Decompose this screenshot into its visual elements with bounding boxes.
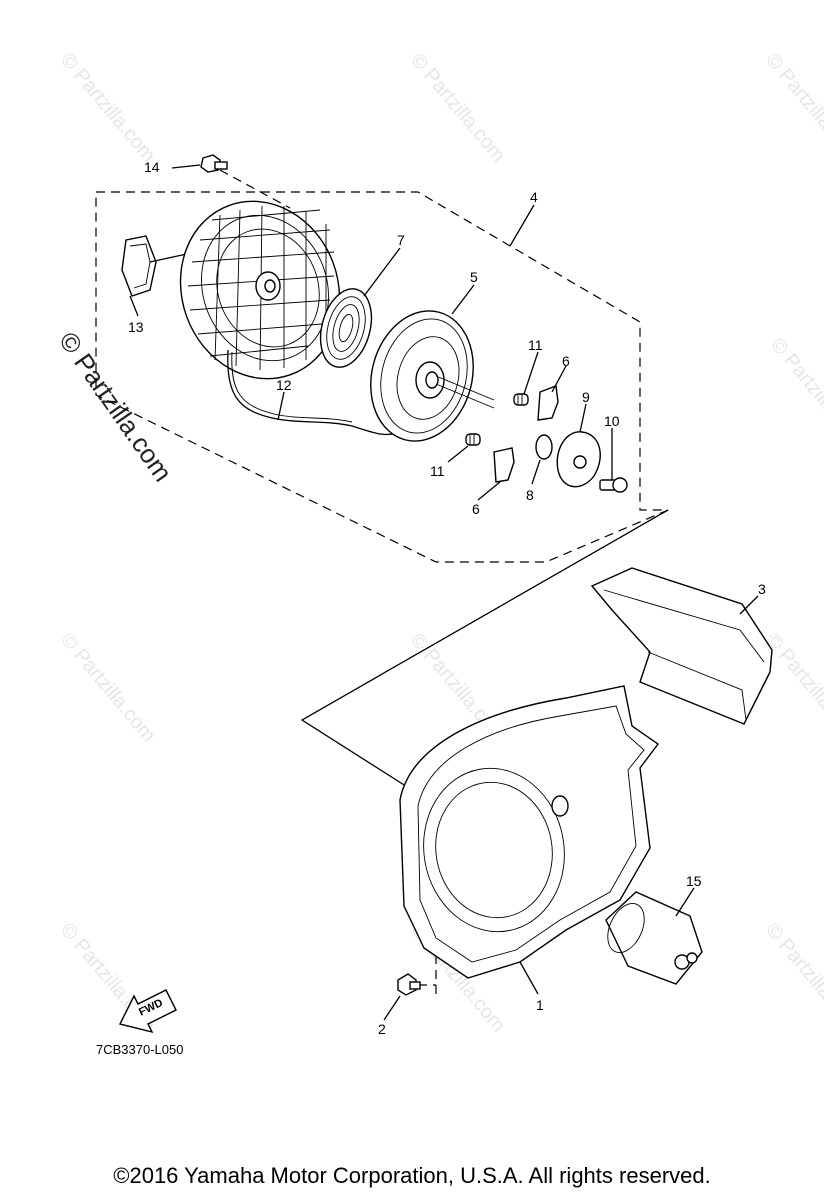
watermark: © Partzilla.com	[406, 49, 509, 166]
callout-labels: 14 4 7 5 13 11 6 12 9 10 11 8 6 3 15 1 2	[128, 159, 766, 1037]
fan-housing-part-1	[399, 685, 659, 979]
alignment-line	[300, 509, 669, 791]
rope-part-12	[227, 349, 401, 436]
spring-part-11a	[513, 393, 529, 406]
callout-9: 9	[582, 389, 590, 405]
friction-spring-part-8	[535, 434, 553, 460]
watermark: © Partzilla.com	[766, 334, 824, 451]
callout-15: 15	[686, 873, 702, 889]
callout-13: 13	[128, 319, 144, 335]
callout-11a: 11	[528, 337, 543, 353]
callout-7: 7	[397, 232, 405, 248]
copyright-notice: ©2016 Yamaha Motor Corporation, U.S.A. A…	[113, 1163, 711, 1188]
diagram-code: 7CB3370-L050	[96, 1042, 183, 1057]
bolt-part-14	[200, 154, 228, 173]
callout-6a: 6	[562, 353, 570, 369]
callout-14: 14	[144, 159, 160, 175]
callout-2: 2	[378, 1021, 386, 1037]
callout-12: 12	[276, 377, 292, 393]
ratchet-part-6a	[537, 385, 559, 421]
ratchet-part-6b	[493, 447, 515, 483]
callout-8: 8	[526, 487, 534, 503]
callout-5: 5	[470, 269, 478, 285]
watermark: © Partzilla.com	[56, 49, 159, 166]
watermark: © Partzilla.com	[761, 919, 824, 1036]
friction-plate-part-9	[556, 431, 601, 488]
recoil-handle-part-13	[121, 235, 215, 297]
cap-part-15	[605, 891, 703, 985]
callout-leaders	[129, 164, 759, 1021]
watermark-prominent: © Partzilla.com	[53, 326, 178, 487]
pulley-part-5	[370, 310, 495, 442]
callout-6b: 6	[472, 501, 480, 517]
callout-4: 4	[530, 189, 538, 205]
screw-part-10	[599, 477, 628, 493]
spiral-spring-part-7	[319, 288, 373, 368]
leader-line-14	[219, 169, 291, 209]
callout-11b: 11	[430, 463, 445, 479]
spring-part-11b	[465, 433, 481, 446]
callout-3: 3	[758, 581, 766, 597]
callout-10: 10	[604, 413, 620, 429]
watermark: © Partzilla.com	[56, 629, 159, 746]
bolt-part-2	[397, 973, 421, 996]
recoil-case	[179, 200, 341, 380]
fwd-arrow-icon: FWD	[118, 989, 177, 1034]
watermark: © Partzilla.com	[761, 49, 824, 166]
shroud-part-3	[590, 567, 773, 725]
callout-1: 1	[536, 997, 544, 1013]
